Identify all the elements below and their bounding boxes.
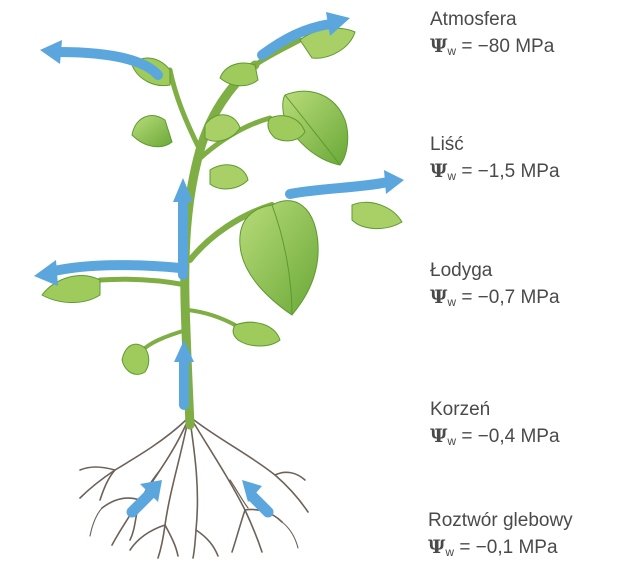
level-label-leaf: Liść Ψw = −1,5 MPa bbox=[430, 132, 560, 189]
water-potential-value: Ψw = −0,1 MPa bbox=[428, 534, 573, 565]
water-potential-value: Ψw = −0,4 MPa bbox=[430, 423, 560, 454]
level-name: Atmosfera bbox=[430, 7, 554, 33]
level-name: Liść bbox=[430, 132, 560, 158]
water-potential-value: Ψw = −80 MPa bbox=[430, 33, 554, 64]
arrow-root-left bbox=[132, 480, 162, 512]
level-label-atmosphere: Atmosfera Ψw = −80 MPa bbox=[430, 7, 554, 64]
level-label-stem: Łodyga Ψw = −0,7 MPa bbox=[430, 258, 560, 315]
arrow-branch-right bbox=[290, 170, 404, 194]
arrow-root-right bbox=[242, 480, 268, 512]
level-label-root: Korzeń Ψw = −0,4 MPa bbox=[430, 397, 560, 454]
water-potential-value: Ψw = −1,5 MPa bbox=[430, 158, 560, 189]
leaves bbox=[42, 28, 402, 374]
level-name: Łodyga bbox=[430, 258, 560, 284]
level-name: Roztwór glebowy bbox=[428, 508, 573, 534]
root-system bbox=[80, 420, 308, 558]
level-label-soil-solution: Roztwór glebowy Ψw = −0,1 MPa bbox=[428, 508, 573, 565]
level-name: Korzeń bbox=[430, 397, 560, 423]
water-potential-value: Ψw = −0,7 MPa bbox=[430, 284, 560, 315]
